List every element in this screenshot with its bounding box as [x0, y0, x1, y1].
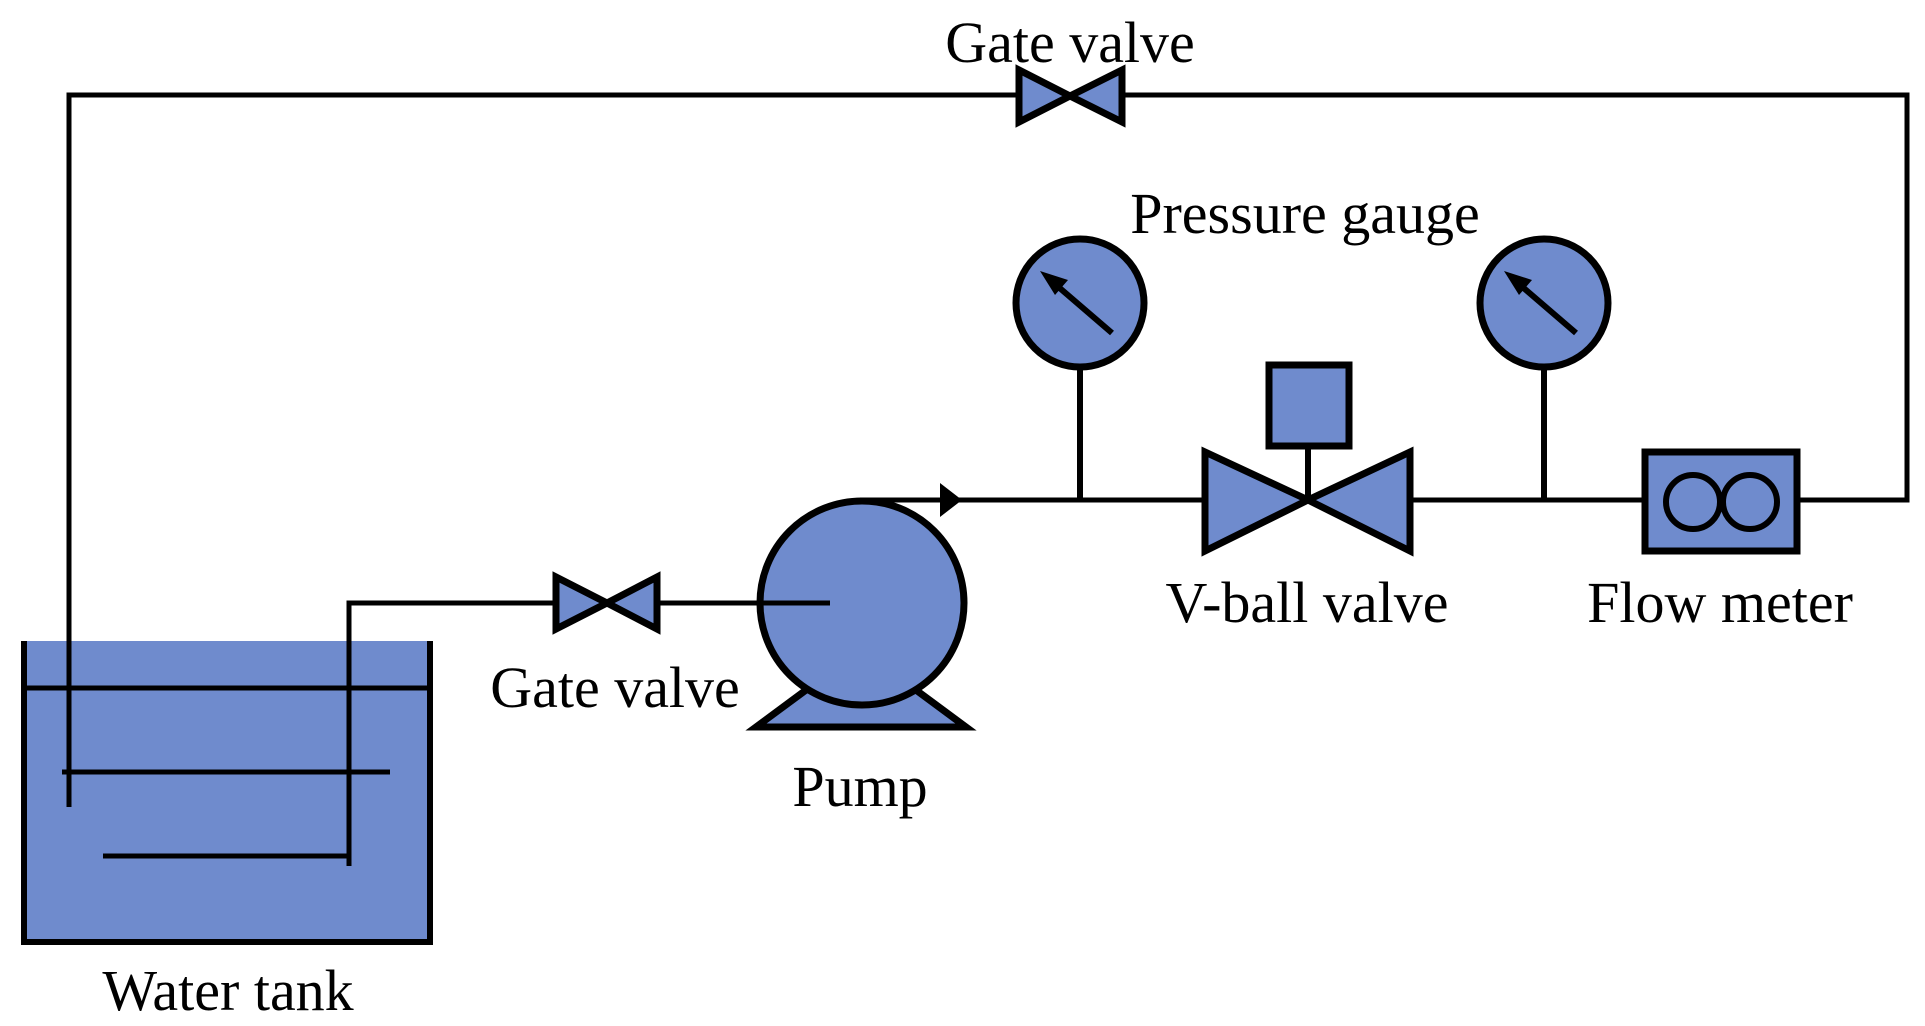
bottom-gate-valve-label: Gate valve [490, 655, 740, 720]
pressure-gauge-downstream-needle-head [1504, 271, 1532, 295]
water-tank [21, 641, 433, 945]
bottom-gate-valve-left-wedge [552, 571, 615, 635]
suction-pipe [346, 600, 556, 866]
v-ball-valve-actuator [1265, 361, 1353, 450]
pressure-gauge-upstream-needle-head [1040, 271, 1068, 295]
pressure-gauge-downstream-needle [1517, 281, 1578, 336]
top-gate-valve-label: Gate valve [945, 10, 1195, 75]
v-ball-valve-label: V-ball valve [1166, 570, 1449, 635]
pressure-gauge-downstream [1476, 235, 1612, 500]
water-tank-label: Water tank [102, 958, 353, 1023]
v-ball-valve-left-wedge [1201, 446, 1317, 557]
water-tank-water [24, 641, 430, 941]
return-pipe [66, 92, 1910, 807]
flow-meter-label: Flow meter [1587, 570, 1853, 635]
flow-meter-rotor-right [1720, 472, 1780, 532]
pressure-gauge-label: Pressure gauge [1130, 181, 1480, 246]
v-ball-valve-right-wedge [1299, 446, 1414, 557]
top-gate-valve [1015, 64, 1126, 128]
pressure-gauge-upstream-needle [1053, 281, 1114, 336]
bottom-gate-valve [552, 571, 661, 635]
top-gate-valve-right-wedge [1062, 64, 1126, 128]
flow-meter [1641, 448, 1801, 555]
pump-label: Pump [792, 754, 927, 819]
pump [745, 497, 977, 731]
pressure-gauge-upstream [1012, 235, 1148, 500]
water-tank-walls [21, 641, 433, 945]
v-ball-valve [1201, 361, 1414, 557]
discharge-flow-arrowhead [940, 483, 962, 517]
bottom-gate-valve-right-wedge [599, 571, 661, 635]
top-gate-valve-left-wedge [1015, 64, 1078, 128]
